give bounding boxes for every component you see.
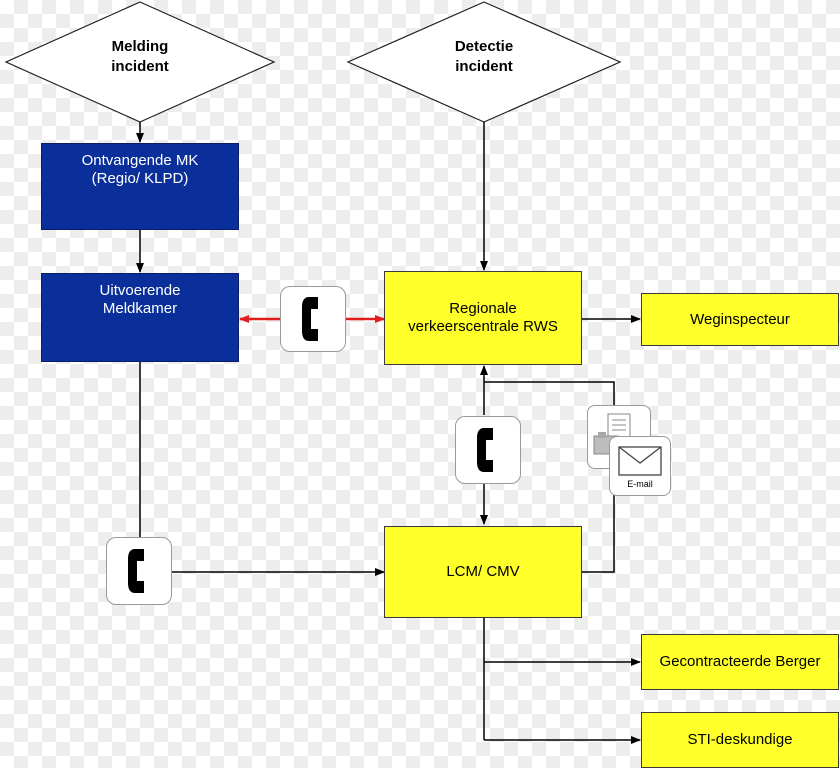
telephone-card-bottom <box>106 537 172 605</box>
box-gecontracteerde-berger: Gecontracteerde Berger <box>641 634 839 690</box>
email-card: E-mail <box>609 436 671 496</box>
box-berger-label: Gecontracteerde Berger <box>659 653 821 670</box>
box-sti-deskundige: STI-deskundige <box>641 712 839 768</box>
telephone-icon <box>128 549 144 593</box>
telephone-icon <box>477 428 493 472</box>
box-regionale-label: Regionale verkeerscentrale RWS <box>408 300 558 335</box>
box-uitvoerende-meldkamer-label: Uitvoerende Meldkamer <box>99 282 181 317</box>
box-lcm-cmv-label: LCM/ CMV <box>446 563 520 580</box>
box-regionale-verkeerscentrale: Regionale verkeerscentrale RWS <box>384 271 582 365</box>
box-lcm-cmv: LCM/ CMV <box>384 526 582 618</box>
diamond-label-melding: Melding incident <box>111 38 169 75</box>
email-envelope-icon <box>618 446 662 476</box>
telephone-card-middle <box>455 416 521 484</box>
diamond-label-detectie: Detectie incident <box>454 38 514 75</box>
email-label: E-mail <box>627 479 653 489</box>
telephone-icon <box>302 297 318 341</box>
box-uitvoerende-meldkamer: Uitvoerende Meldkamer <box>41 273 239 362</box>
box-ontvangende-mk: Ontvangende MK (Regio/ KLPD) <box>41 143 239 230</box>
box-ontvangende-mk-label: Ontvangende MK (Regio/ KLPD) <box>81 152 199 187</box>
box-sti-label: STI-deskundige <box>687 731 793 748</box>
telephone-card-top <box>280 286 346 352</box>
box-weginspecteur: Weginspecteur <box>641 293 839 346</box>
box-weginspecteur-label: Weginspecteur <box>690 310 790 328</box>
